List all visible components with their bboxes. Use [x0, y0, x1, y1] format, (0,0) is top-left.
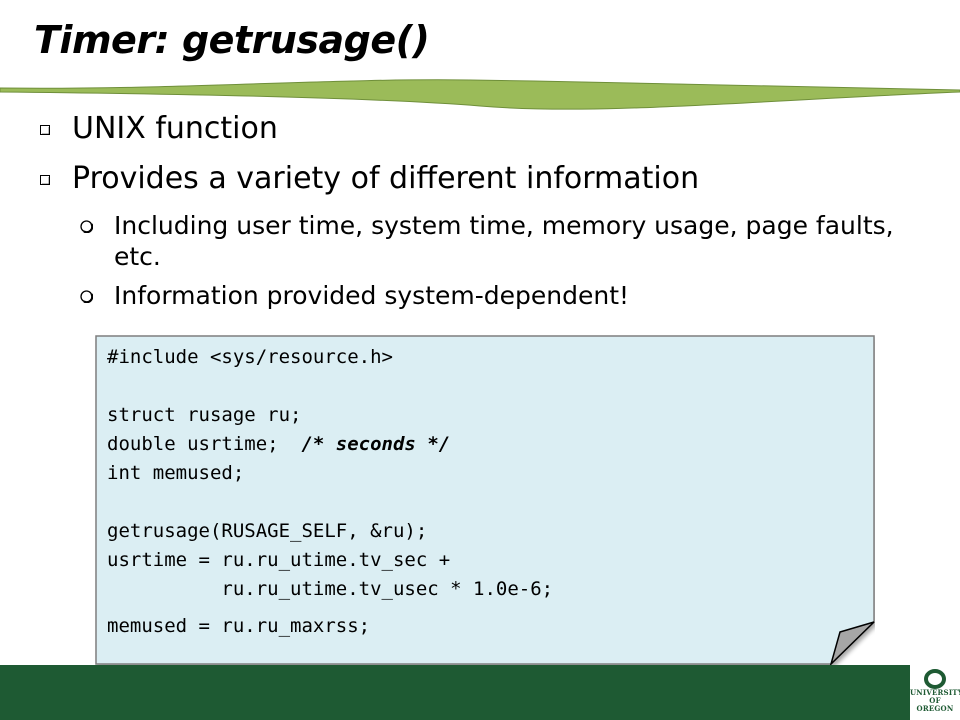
code-comment: /* seconds */ [301, 433, 451, 455]
sub-bullet-item: Information provided system-dependent! [38, 280, 918, 311]
code-line: usrtime = ru.ru_utime.tv_sec + [107, 549, 451, 571]
title-swoosh-decoration [0, 79, 960, 110]
sub-bullet-text: Including user time, system time, memory… [114, 211, 894, 271]
code-line [107, 488, 837, 517]
code-listing: #include <sys/resource.h> struct rusage … [107, 343, 837, 641]
square-bullet-icon [40, 125, 50, 135]
circle-bullet-icon [80, 290, 93, 303]
logo-text-line: UNIVERSITY [910, 688, 960, 697]
code-box-background [95, 335, 875, 665]
university-logo: UNIVERSITY OF OREGON [910, 665, 960, 720]
bullet-item: UNIX function [38, 110, 918, 148]
code-line: memused = ru.ru_maxrss; [107, 615, 371, 637]
square-bullet-icon [40, 175, 50, 185]
oregon-o-icon [924, 669, 946, 689]
code-box: #include <sys/resource.h> struct rusage … [95, 335, 875, 665]
code-text: double usrtime; [107, 433, 279, 455]
code-line: int memused; [107, 462, 245, 484]
code-line: getrusage(RUSAGE_SELF, &ru); [107, 520, 428, 542]
sub-bullet-text: Information provided system-dependent! [114, 281, 630, 310]
folded-corner-icon [829, 621, 875, 665]
code-line: struct rusage ru; [107, 404, 302, 426]
code-line [107, 372, 837, 401]
bullet-text: Provides a variety of different informat… [72, 161, 700, 196]
bullet-item: Provides a variety of different informat… [38, 160, 918, 198]
slide-title: Timer: getrusage() [34, 18, 430, 62]
code-line: double usrtime; /* seconds */ [107, 430, 837, 459]
circle-bullet-icon [80, 220, 93, 233]
code-line: #include <sys/resource.h> [107, 346, 393, 368]
bullet-list: UNIX function Provides a variety of diff… [38, 110, 918, 319]
footer-bar [0, 665, 960, 720]
sub-bullet-item: Including user time, system time, memory… [38, 210, 918, 272]
logo-text-line: OF OREGON [916, 696, 954, 713]
code-line: ru.ru_utime.tv_usec * 1.0e-6; [107, 578, 554, 600]
bullet-text: UNIX function [72, 111, 278, 146]
